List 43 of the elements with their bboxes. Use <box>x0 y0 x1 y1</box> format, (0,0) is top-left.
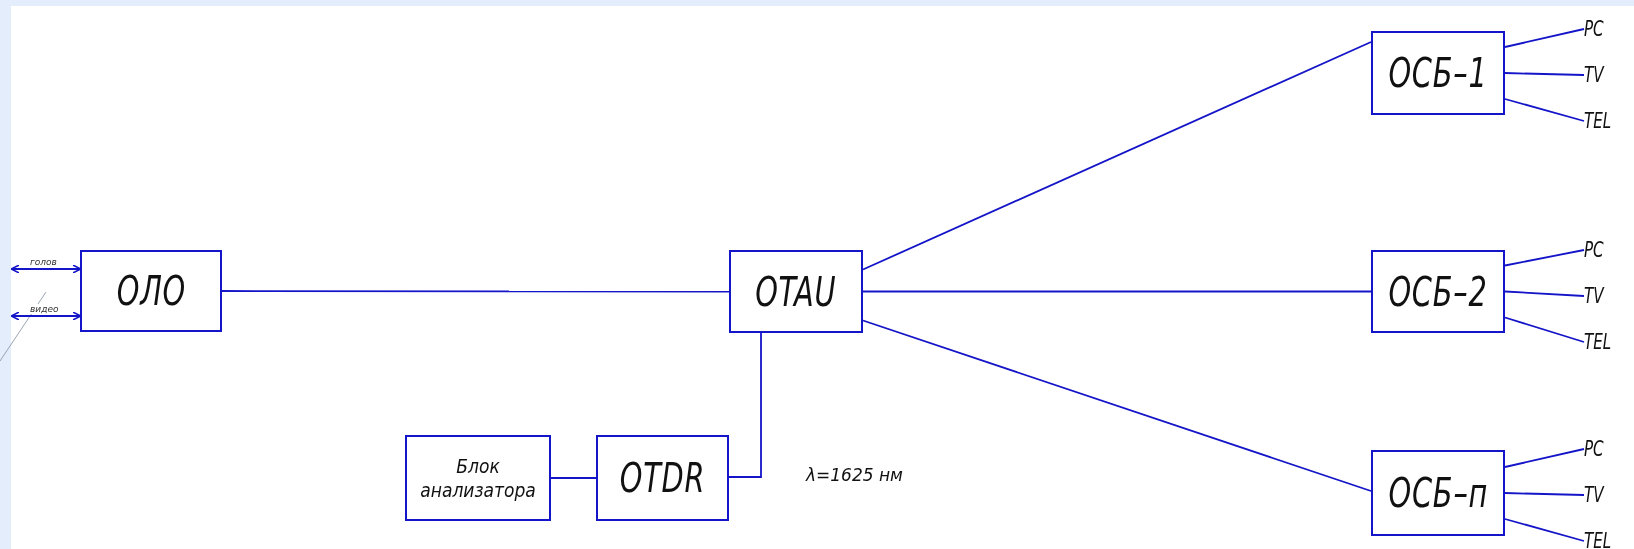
block-label: OTDR <box>619 455 706 501</box>
block-label: ОСБ–2 <box>1388 268 1488 315</box>
block-box <box>1371 31 1505 115</box>
block-box <box>405 435 551 521</box>
double-arrow <box>10 264 82 274</box>
connector-line <box>1504 518 1585 542</box>
terminal-label: TV <box>1584 483 1604 507</box>
block-label: OTAU <box>755 268 837 315</box>
terminal-label: PC <box>1584 238 1604 262</box>
block-label: ОСБ–п <box>1388 470 1488 516</box>
connector-line <box>1504 448 1585 468</box>
block-box <box>1371 250 1505 333</box>
terminal-label: TV <box>1584 63 1604 87</box>
connector-line <box>1504 316 1585 343</box>
wavelength-label: λ=1625 нм <box>806 465 903 485</box>
terminal-label: PC <box>1584 17 1604 41</box>
double-arrow <box>10 311 82 321</box>
connector-line <box>862 290 1372 293</box>
terminal-label: TEL <box>1584 330 1612 354</box>
terminal-label: PC <box>1584 437 1604 461</box>
block-label: ОСБ–1 <box>1388 50 1488 96</box>
connector-line <box>1504 72 1585 76</box>
connector-line <box>550 477 597 479</box>
connector-line <box>862 41 1372 271</box>
block-label: Блок анализатора <box>419 454 537 502</box>
block-box <box>729 250 863 333</box>
terminal-label: TEL <box>1584 109 1612 133</box>
connector-line <box>1504 249 1585 267</box>
block-box <box>80 250 222 332</box>
block-label: ОЛО <box>116 268 186 314</box>
connector-line <box>1504 290 1585 297</box>
block-box <box>596 435 729 521</box>
terminal-label: TV <box>1584 284 1604 308</box>
connector-line <box>728 332 762 478</box>
terminal-label: TEL <box>1584 529 1612 549</box>
block-box <box>1371 450 1505 536</box>
connector-line <box>1504 98 1585 122</box>
connector-line <box>221 290 730 293</box>
edge-label: видео <box>30 304 59 314</box>
connector-line <box>1504 28 1585 48</box>
connector-line <box>1504 492 1585 496</box>
edge-label: голов <box>30 257 57 267</box>
connector-line <box>862 319 1372 492</box>
